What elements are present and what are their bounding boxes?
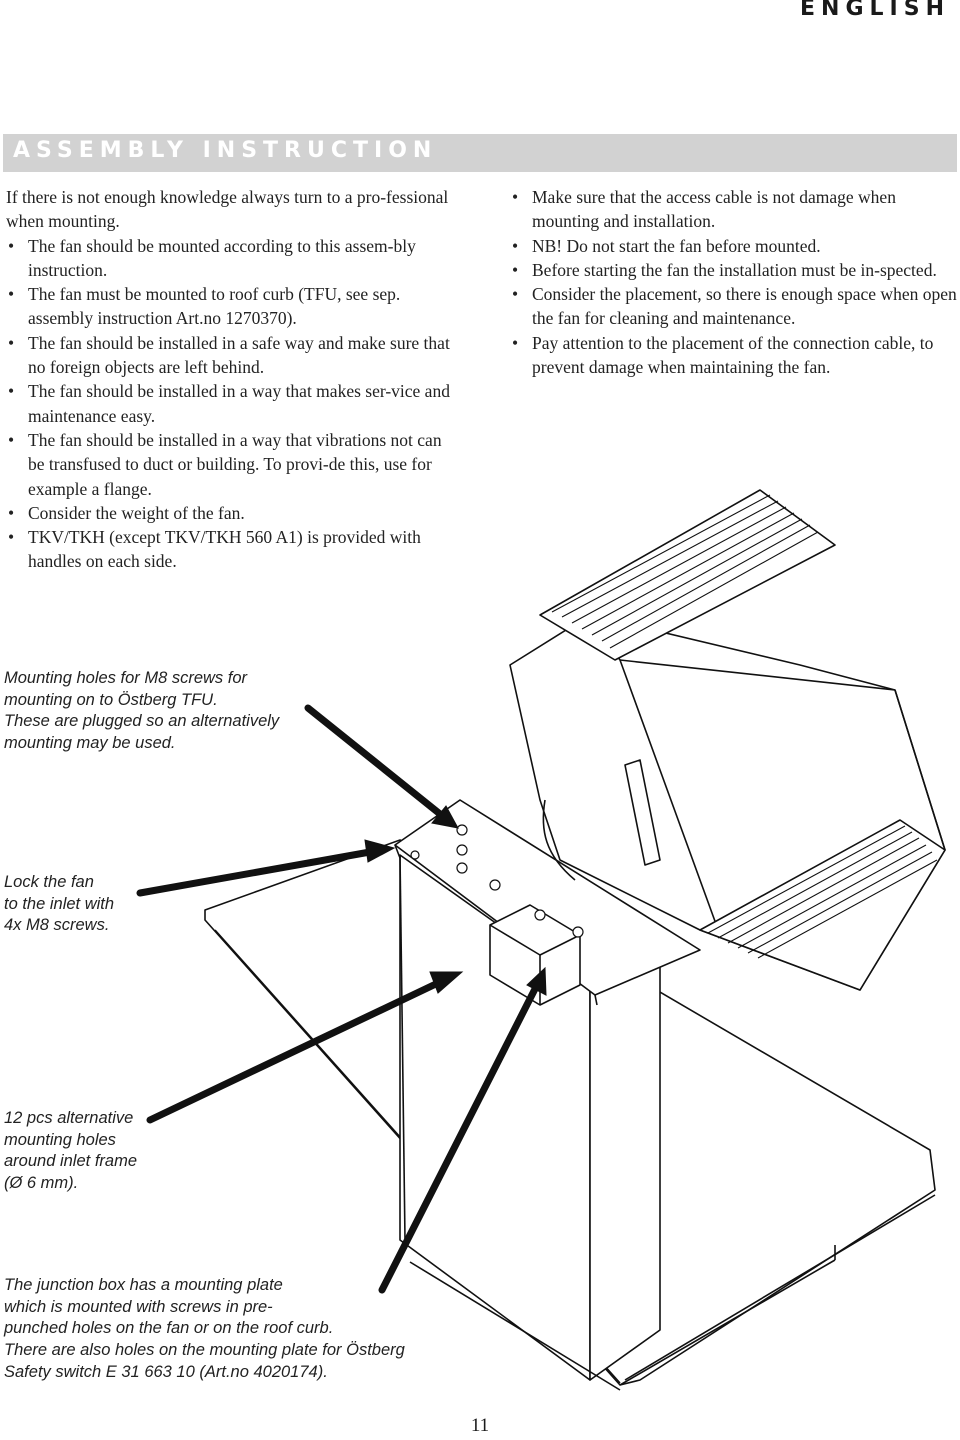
section-banner: ASSEMBLY INSTRUCTION [3,134,957,172]
page-number: 11 [470,1415,490,1436]
callout-line: mounting may be used. [4,734,176,753]
callout-line: mounting holes [4,1130,116,1149]
bullet-item: Consider the placement, so there is enou… [510,282,960,331]
junction-box [489,904,581,1006]
right-column: Make sure that the access cable is not d… [510,185,960,379]
left-bullet-list: The fan should be mounted according to t… [6,234,456,574]
callout-line: There are also holes on the mounting pla… [4,1341,405,1360]
callout-line: 12 pcs alternative [4,1109,134,1127]
callout-line: which is mounted with screws in pre- [4,1297,273,1316]
left-column: If there is not enough knowledge always … [6,185,456,574]
callout-line: Safety switch E 31 663 10 (Art.no 402017… [4,1362,328,1381]
callout-alternative-holes: 12 pcs alternative mounting holes around… [4,1108,137,1195]
callout-line: punched holes on the fan or on the roof … [4,1319,334,1338]
callout-lock-fan: Lock the fan to the inlet with 4x M8 scr… [4,872,114,937]
bullet-item: Before starting the fan the installation… [510,258,960,283]
callout-line: Mounting holes for M8 screws for [4,669,248,687]
callout-line: These are plugged so an alternatively [4,712,280,731]
language-heading: ENGLISH [800,0,950,21]
bullet-item: Consider the weight of the fan. [6,501,456,526]
callout-line: around inlet frame [4,1152,137,1171]
intro-paragraph: If there is not enough knowledge always … [6,187,449,232]
bullet-item: The fan should be installed in a way tha… [6,379,456,428]
bullet-item: Make sure that the access cable is not d… [510,185,960,234]
callout-line: The junction box has a mounting plate [4,1276,283,1294]
bullet-item: Pay attention to the placement of the co… [510,331,960,380]
section-title: ASSEMBLY INSTRUCTION [13,138,438,163]
callout-line: (Ø 6 mm). [4,1174,79,1193]
top-louvre [539,489,836,661]
right-bullet-list: Make sure that the access cable is not d… [510,185,960,379]
inlet-cone [542,799,576,881]
callout-mounting-holes: Mounting holes for M8 screws for mountin… [4,668,279,755]
bullet-item: TKV/TKH (except TKV/TKH 560 A1) is provi… [6,525,456,574]
side-louvre [699,819,946,991]
bullet-item: The fan should be installed in a safe wa… [6,331,456,380]
callout-line: to the inlet with [4,894,115,913]
callout-line: Lock the fan [4,873,94,891]
bullet-item: NB! Do not start the fan before mounted. [510,234,960,259]
callout-junction-box: The junction box has a mounting plate wh… [4,1275,405,1384]
bullet-item: The fan must be mounted to roof curb (TF… [6,282,456,331]
bullet-item: The fan should be mounted according to t… [6,234,456,283]
callout-line: 4x M8 screws. [4,916,110,935]
bullet-item: The fan should be installed in a way tha… [6,428,456,501]
callout-line: mounting on to Östberg TFU. [4,690,218,709]
